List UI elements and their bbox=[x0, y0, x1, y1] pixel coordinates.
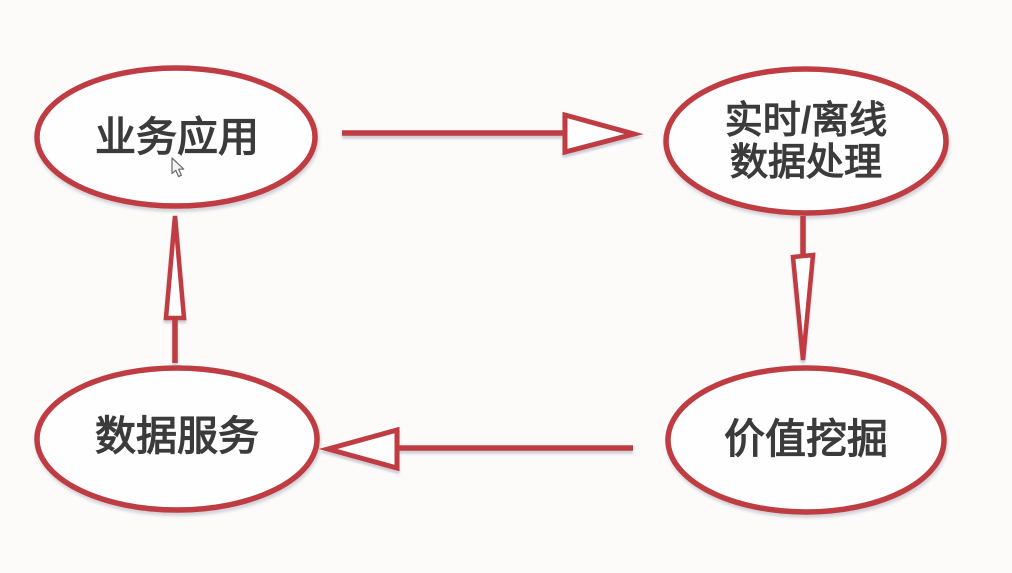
arrow-left-bottom bbox=[318, 426, 633, 472]
arrow-right-top bbox=[342, 111, 644, 156]
node-realtime-offline-data-processing-ellipse bbox=[663, 66, 949, 216]
node-realtime-offline-line2: 数据处理 bbox=[730, 142, 882, 184]
node-value-mining-label: 价值挖掘 bbox=[724, 416, 888, 462]
node-business-application-label: 业务应用 bbox=[95, 114, 259, 160]
arrow-up-left-head bbox=[163, 215, 187, 321]
node-realtime-offline-data-processing: 实时/离线 数据处理 bbox=[663, 66, 949, 216]
arrow-right-top-head bbox=[562, 111, 644, 156]
arrow-down-right bbox=[790, 216, 816, 361]
mouse-cursor-icon bbox=[171, 157, 185, 178]
node-value-mining-ellipse bbox=[665, 365, 947, 515]
node-realtime-offline-line1: 实时/离线 bbox=[725, 100, 888, 142]
node-value-mining: 价值挖掘 bbox=[665, 365, 947, 515]
node-business-application: 业务应用 bbox=[34, 65, 318, 209]
arrow-left-bottom-head bbox=[318, 426, 400, 472]
node-data-service: 数据服务 bbox=[34, 365, 320, 513]
arrow-down-right-head bbox=[790, 252, 816, 361]
node-business-application-ellipse bbox=[34, 65, 318, 209]
node-data-service-ellipse bbox=[34, 365, 320, 513]
arrow-up-left bbox=[163, 215, 187, 363]
node-data-service-label: 数据服务 bbox=[95, 413, 259, 459]
